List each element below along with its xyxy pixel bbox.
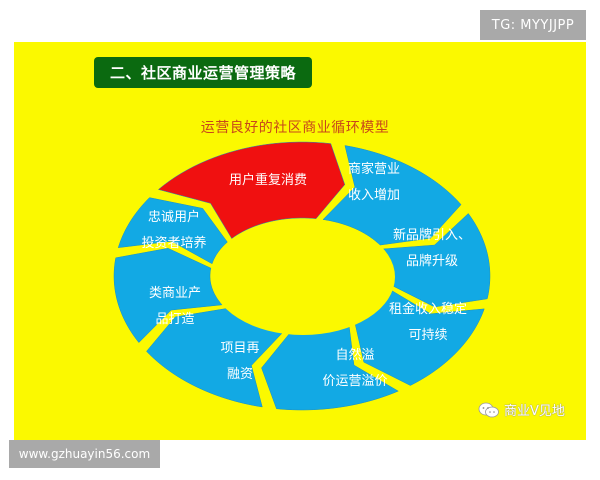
diagram-title: 运营良好的社区商业循环模型 xyxy=(200,120,390,136)
segment-label-line: 品牌升级 xyxy=(405,254,459,269)
watermark-bottom-badge: www.gzhuayin56.com xyxy=(9,440,160,468)
segment-label-refinancing: 项目再 融资 xyxy=(220,336,259,388)
segment-label-line: 投资者培养 xyxy=(141,236,207,251)
segment-label-repeat-consumption: 用户重复消费 xyxy=(229,168,307,194)
segment-label-stable-rent: 租金收入稳定 可持续 xyxy=(389,297,467,349)
source-tag: 商业V见地 xyxy=(478,400,565,419)
ring-center xyxy=(211,219,395,335)
segment-label-line: 忠诚用户 xyxy=(147,210,201,225)
segment-label-line: 品打造 xyxy=(155,312,195,327)
segment-label-line: 收入增加 xyxy=(347,188,401,203)
segment-label-line: 自然溢 xyxy=(335,348,375,363)
segment-label-line: 用户重复消费 xyxy=(228,173,308,188)
segment-label-natural-premium: 自然溢 价运营溢价 xyxy=(322,343,387,395)
segment-label-loyal-users: 忠诚用户 投资者培养 xyxy=(141,205,206,257)
section-title-box: 二、社区商业运营管理策略 xyxy=(94,57,312,88)
segment-label-line: 租金收入稳定 xyxy=(388,302,468,317)
segment-label-merchant-revenue: 商家营业 收入增加 xyxy=(348,157,400,209)
segment-label-commercial-products: 类商业产 品打造 xyxy=(149,281,201,333)
segment-label-line: 类商业产 xyxy=(148,286,202,301)
cycle-segment xyxy=(157,141,346,239)
watermark-top-text: TG: MYYJJPP xyxy=(491,17,575,33)
segment-label-line: 可持续 xyxy=(408,328,448,343)
watermark-bottom-text: www.gzhuayin56.com xyxy=(18,447,151,461)
segment-label-new-brands: 新品牌引入、 品牌升级 xyxy=(393,223,471,275)
segment-label-line: 新品牌引入、 xyxy=(392,228,472,243)
wechat-icon xyxy=(478,402,500,418)
segment-label-line: 价运营溢价 xyxy=(322,374,388,389)
watermark-top-badge: TG: MYYJJPP xyxy=(480,10,586,40)
section-title: 二、社区商业运营管理策略 xyxy=(109,64,296,82)
segment-label-line: 融资 xyxy=(226,367,254,382)
segment-label-line: 项目再 xyxy=(220,341,260,356)
cycle-segment xyxy=(322,145,462,246)
cycle-segment xyxy=(117,197,228,265)
segment-label-line: 商家营业 xyxy=(347,162,401,177)
cycle-segment xyxy=(113,247,223,343)
source-tag-label: 商业V见地 xyxy=(504,404,565,419)
